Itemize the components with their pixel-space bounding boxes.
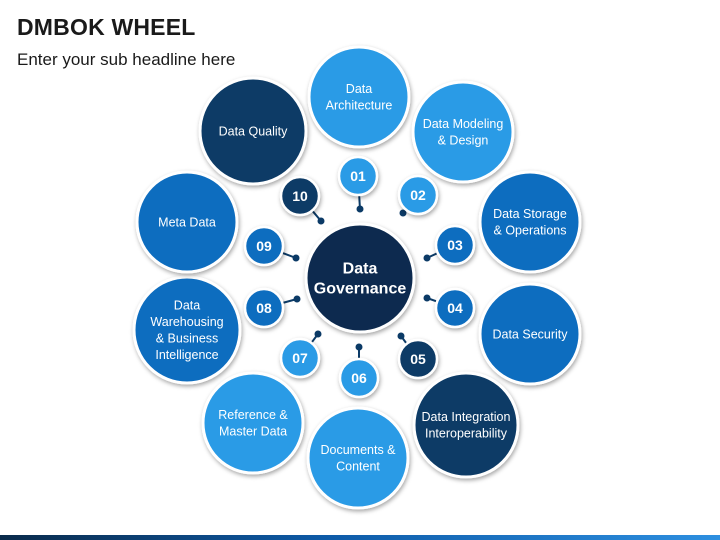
- wheel-node-04: Data Security 04: [434, 282, 582, 386]
- node-number-circle-10: [279, 175, 321, 217]
- node-label-10: Data Quality: [219, 124, 289, 138]
- wheel-node-03: Data Storage& Operations 03: [434, 170, 582, 274]
- node-number-circle-05: [397, 338, 439, 380]
- wheel-node-09: Meta Data 09: [135, 170, 285, 274]
- node-number-circle-03: [434, 224, 476, 266]
- connector-dot-05: [397, 332, 405, 340]
- node-circle-05: [412, 371, 520, 479]
- page-title: DMBOK WHEEL: [17, 14, 196, 40]
- node-number-circle-08: [243, 287, 285, 329]
- connector-dot-01: [356, 205, 364, 213]
- node-label-04: Data Security: [492, 327, 568, 341]
- wheel-node-07: Reference &Master Data 07: [201, 337, 321, 475]
- node-circle-07: [201, 371, 305, 475]
- connector-dot-02: [399, 209, 407, 217]
- connector-dot-10: [317, 217, 325, 225]
- node-circle-01: [307, 45, 411, 149]
- connector-dot-06: [355, 343, 363, 351]
- node-number-circle-01: [337, 155, 379, 197]
- node-circle-02: [411, 80, 515, 184]
- connector-dot-04: [423, 294, 431, 302]
- bottom-accent-bar: [0, 535, 720, 540]
- node-number-07: 07: [292, 350, 308, 366]
- node-circle-04: [478, 282, 582, 386]
- node-number-02: 02: [410, 187, 426, 203]
- node-label-03: Data Storage& Operations: [493, 207, 567, 238]
- node-number-circle-06: [338, 357, 380, 399]
- connector-dot-08: [293, 295, 301, 303]
- node-number-circle-07: [279, 337, 321, 379]
- node-number-08: 08: [256, 300, 272, 316]
- node-circle-06: [306, 406, 410, 510]
- wheel-node-10: Data Quality 10: [198, 76, 321, 217]
- node-number-circle-02: [397, 174, 439, 216]
- node-number-09: 09: [256, 238, 272, 254]
- connector-dot-09: [292, 254, 300, 262]
- node-circle-10: [198, 76, 308, 186]
- node-number-circle-09: [243, 225, 285, 267]
- connector-dot-07: [314, 330, 322, 338]
- wheel-node-06: Documents &Content 06: [306, 357, 410, 510]
- node-number-05: 05: [410, 351, 426, 367]
- node-number-circle-04: [434, 287, 476, 329]
- node-label-07: Reference &Master Data: [218, 408, 288, 439]
- node-label-06: Documents &Content: [320, 443, 396, 474]
- node-number-10: 10: [292, 188, 308, 204]
- wheel-node-02: Data Modeling& Design 02: [397, 80, 515, 216]
- node-number-06: 06: [351, 370, 367, 386]
- page-subtitle: Enter your sub headline here: [17, 50, 236, 69]
- node-number-03: 03: [447, 237, 463, 253]
- node-circle-03: [478, 170, 582, 274]
- node-number-01: 01: [350, 168, 366, 184]
- center-hub-circle: [304, 222, 416, 334]
- node-label-09: Meta Data: [158, 215, 216, 229]
- node-circle-08: [132, 275, 242, 385]
- node-label-02: Data Modeling& Design: [423, 117, 504, 148]
- node-circle-09: [135, 170, 239, 274]
- connector-dot-03: [423, 254, 431, 262]
- node-number-04: 04: [447, 300, 463, 316]
